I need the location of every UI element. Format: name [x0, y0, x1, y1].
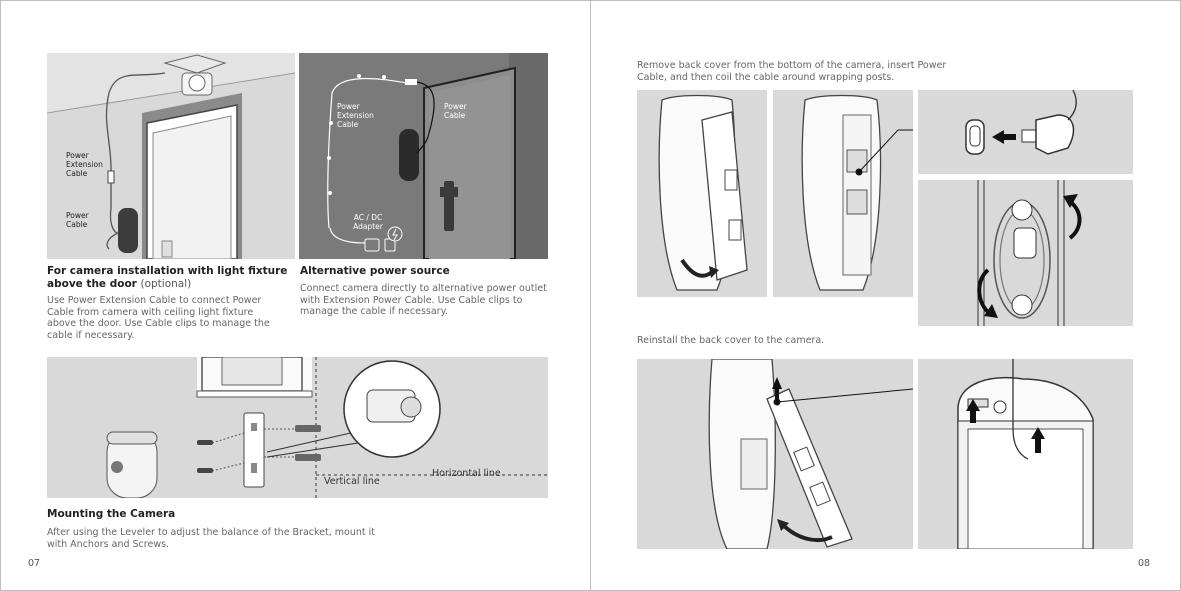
light-fixture-heading: For camera installation with light fixtu… [47, 265, 297, 291]
callout-ac-dc-adapter: AC / DC Adapter [353, 213, 383, 231]
remove-cover-illustration [637, 90, 767, 297]
mounting-illustration [47, 357, 548, 498]
mounting-description: After using the Leveler to adjust the ba… [47, 527, 376, 550]
reinstall-cover-illustration [637, 359, 913, 549]
callout-alt-power-cable: Power Cable [444, 102, 467, 120]
vertical-line-label: Vertical line [324, 476, 380, 487]
mounting-heading: Mounting the Camera [47, 508, 176, 520]
callout-power-cable: Power Cable [66, 211, 89, 229]
alternative-power-description: Connect camera directly to alternative p… [300, 283, 547, 317]
cable-coil-illustration [918, 180, 1133, 326]
page-spine [590, 0, 591, 591]
reinstall-detail-illustration [918, 359, 1133, 549]
light-fixture-illustration [47, 53, 295, 259]
alternative-power-illustration [299, 53, 548, 259]
horizontal-line-label: Horizontal line [432, 468, 501, 479]
alternative-power-heading: Alternative power source [300, 265, 450, 277]
page-number-right: 08 [1138, 558, 1151, 569]
optional-note: (optional) [140, 278, 192, 290]
plug-detail-illustration [918, 90, 1133, 174]
light-fixture-heading-text: For camera installation with light fixtu… [47, 265, 288, 290]
cable-insert-illustration [773, 90, 913, 297]
callout-power-extension-cable: Power Extension Cable [66, 151, 103, 178]
remove-cover-instruction: Remove back cover from the bottom of the… [637, 60, 947, 83]
light-fixture-description: Use Power Extension Cable to connect Pow… [47, 295, 270, 341]
reinstall-cover-instruction: Reinstall the back cover to the camera. [637, 335, 825, 346]
callout-alt-power-extension-cable: Power Extension Cable [337, 102, 374, 129]
page-number-left: 07 [28, 558, 41, 569]
